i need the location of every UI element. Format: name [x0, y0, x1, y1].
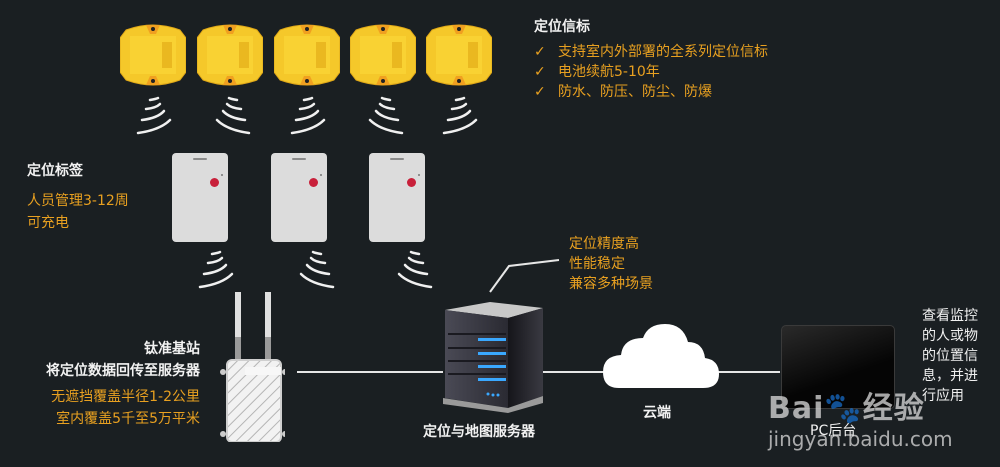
- tag-card-icon: [172, 153, 228, 242]
- antenna: [235, 292, 241, 360]
- connection-line: [718, 371, 780, 373]
- server-callout: 定位精度高 性能稳定 兼容多种场景: [569, 236, 653, 292]
- base-station-title: 钛准基站 将定位数据回传至服务器: [46, 341, 200, 379]
- pc-monitor-icon: [781, 325, 895, 409]
- cloud-icon: [603, 324, 719, 388]
- server-label: 定位与地图服务器: [423, 424, 535, 440]
- server-icon: [443, 302, 543, 413]
- signal-waves-icon: [360, 96, 410, 138]
- signal-waves-icon: [389, 250, 439, 292]
- feature-item: ✓支持室内外部署的全系列定位信标: [534, 44, 768, 60]
- tag-card-icon: [271, 153, 327, 242]
- pc-label: PC后台: [810, 423, 857, 439]
- tags-description: 人员管理3-12周 可充电: [27, 193, 129, 231]
- feature-item: ✓防水、防压、防尘、防爆: [534, 84, 712, 100]
- callout-pointer: [489, 259, 560, 293]
- tags-title: 定位标签: [27, 163, 83, 179]
- signal-waves-icon: [130, 96, 180, 138]
- tag-logo-icon: [210, 178, 219, 187]
- feature-item: ✓电池续航5-10年: [534, 64, 660, 80]
- beacons-title: 定位信标: [534, 19, 590, 35]
- check-icon: ✓: [534, 64, 546, 80]
- watermark-brand: Bai🐾经验: [768, 391, 925, 426]
- beacon-icon: [349, 22, 417, 88]
- beacons-feature-list: ✓支持室内外部署的全系列定位信标 ✓电池续航5-10年 ✓防水、防压、防尘、防爆: [534, 42, 768, 102]
- signal-waves-icon: [291, 250, 341, 292]
- check-icon: ✓: [534, 44, 546, 60]
- cloud-label: 云端: [643, 405, 671, 421]
- antenna: [265, 292, 271, 360]
- beacon-icon: [119, 22, 187, 88]
- signal-waves-icon: [436, 96, 486, 138]
- connection-line: [532, 371, 604, 373]
- beacon-icon: [196, 22, 264, 88]
- tag-logo-icon: [309, 178, 318, 187]
- paw-icon: 🐾: [824, 391, 863, 426]
- beacon-icon: [425, 22, 493, 88]
- signal-waves-icon: [207, 96, 257, 138]
- tag-logo-icon: [407, 178, 416, 187]
- beacon-icon: [273, 22, 341, 88]
- tag-card-icon: [369, 153, 425, 242]
- base-station-details: 无遮挡覆盖半径1-2公里 室内覆盖5千至5万平米: [51, 389, 200, 427]
- base-station-icon: [220, 292, 285, 442]
- signal-waves-icon: [284, 96, 334, 138]
- signal-waves-icon: [192, 250, 242, 292]
- pc-description: 查看监控 的人或物 的位置信 息，并进 行应用: [922, 308, 978, 404]
- check-icon: ✓: [534, 84, 546, 100]
- watermark-url: jingyan.baidu.com: [768, 427, 953, 451]
- connection-line: [297, 371, 443, 373]
